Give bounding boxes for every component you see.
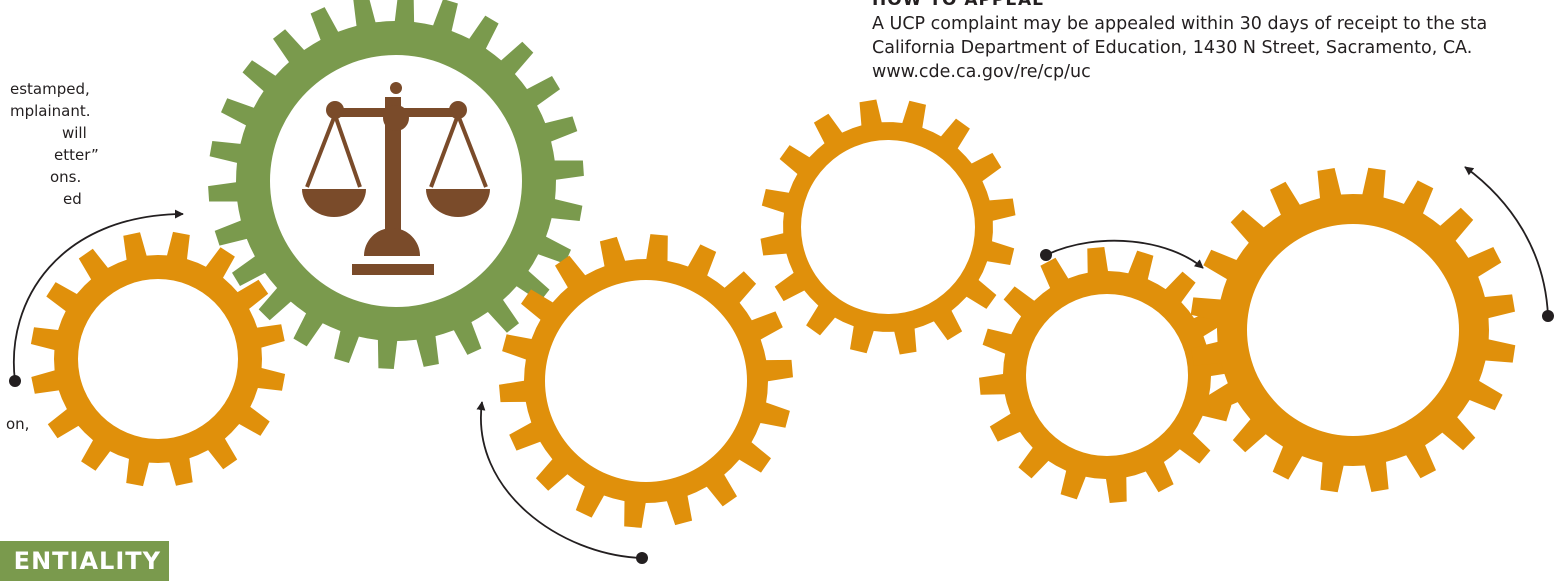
- arrow-start-dot: [9, 375, 21, 387]
- scales-of-justice-icon: [302, 82, 490, 275]
- left-text-line: will: [62, 124, 87, 142]
- arrow-2: [476, 401, 643, 559]
- left-text-line: ons.: [50, 168, 82, 186]
- appeal-line: A UCP complaint may be appealed within 3…: [872, 14, 1488, 34]
- gear-3-icon: [760, 99, 1016, 355]
- arrow-start-dot: [636, 552, 648, 564]
- left-text-line: etter”: [54, 146, 99, 164]
- gear-2-icon: [499, 234, 793, 528]
- left-text-line: mplainant.: [10, 102, 91, 120]
- connector-dots: [9, 249, 1554, 564]
- arrow-start-dot: [1040, 249, 1052, 261]
- gear-central-green-icon: [208, 0, 584, 369]
- appeal-url[interactable]: www.cde.ca.gov/re/cp/uc: [872, 62, 1091, 82]
- left-text-line: estamped,: [10, 80, 90, 98]
- gear-1-icon: [30, 231, 286, 487]
- arrow-1: [13, 209, 184, 382]
- gear-5-icon: [1190, 167, 1516, 493]
- left-text-line: on,: [6, 415, 30, 433]
- gear-diagram: [9, 0, 1554, 564]
- connector-arrows: [13, 166, 1549, 559]
- appeal-text: A UCP complaint may be appealed within 3…: [872, 12, 1487, 84]
- left-text-line: ed: [63, 190, 82, 208]
- arrow-3: [1045, 239, 1204, 269]
- appeal-heading: HOW TO APPEAL: [872, 0, 1044, 10]
- arrow-start-dot: [1542, 310, 1554, 322]
- arrow-4: [1464, 166, 1549, 317]
- appeal-line: California Department of Education, 1430…: [872, 38, 1473, 58]
- gear-4-icon: [979, 247, 1235, 503]
